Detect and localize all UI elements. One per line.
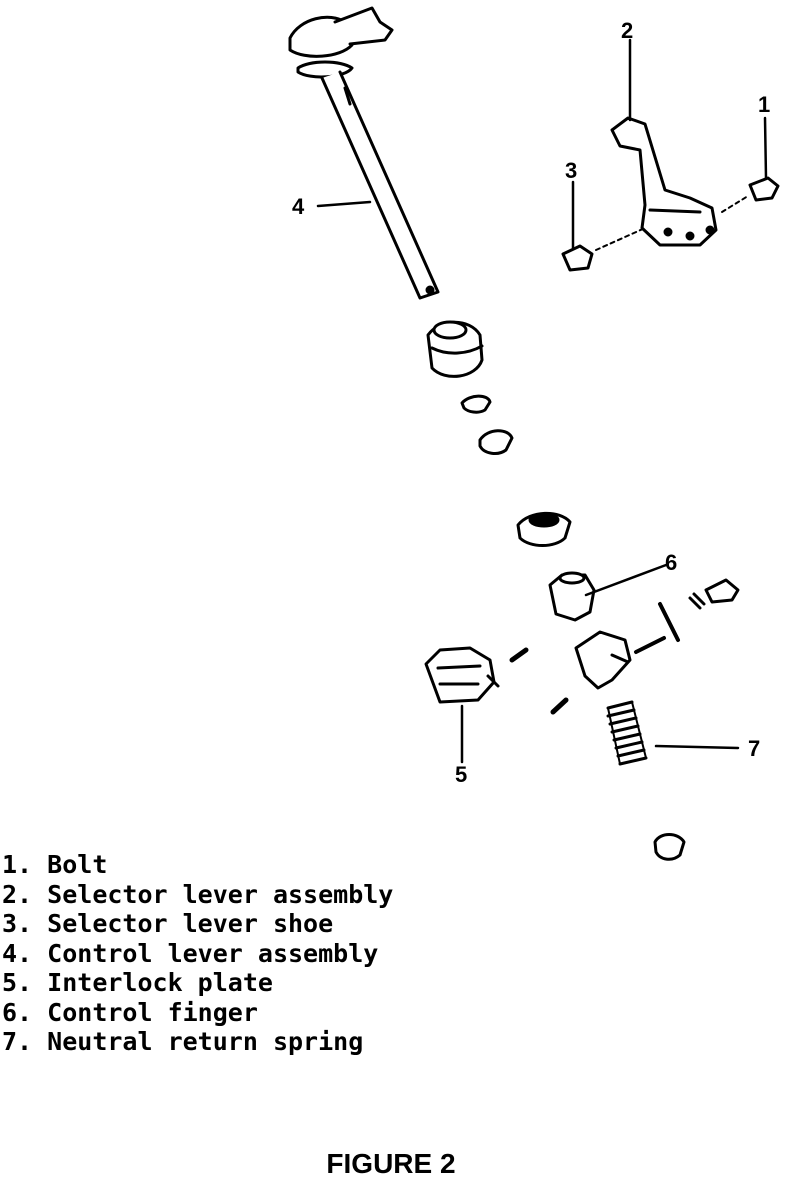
- leader-lines: [316, 38, 768, 764]
- legend-item: 7. Neutral return spring: [2, 1027, 364, 1056]
- neutral-return-spring-part: [606, 700, 648, 766]
- retaining-cap-part: [653, 833, 686, 861]
- control-finger-part: [548, 571, 596, 622]
- selector-lever-assembly-part: [610, 116, 718, 247]
- callout-2: 2: [621, 18, 633, 43]
- legend-item: 2. Selector lever assembly: [2, 879, 394, 909]
- callout-1: 1: [758, 92, 770, 117]
- shaft-boot-part: [426, 320, 572, 547]
- interlock-plate-part: [424, 646, 500, 704]
- interlock-block-part: [509, 578, 740, 715]
- legend-item: 3. Selector lever shoe: [2, 909, 334, 938]
- callout-5: 5: [455, 762, 467, 787]
- callout-4: 4: [292, 194, 305, 219]
- callout-6: 6: [665, 550, 677, 575]
- legend-item: 6. Control finger: [2, 997, 258, 1027]
- legend-item: 5. Interlock plate: [2, 968, 273, 997]
- figure-title: FIGURE 2: [326, 1148, 456, 1179]
- parts-legend: 1. Bolt 2. Selector lever assembly 3. Se…: [2, 850, 393, 1057]
- bolt-part: [748, 176, 780, 202]
- callout-3: 3: [565, 158, 577, 183]
- selector-lever-shoe-part: [561, 244, 594, 272]
- callout-7: 7: [748, 736, 760, 761]
- legend-item: 4. Control lever assembly: [2, 938, 379, 968]
- legend-item: 1. Bolt: [2, 850, 108, 879]
- control-lever-assembly-part: [288, 6, 440, 300]
